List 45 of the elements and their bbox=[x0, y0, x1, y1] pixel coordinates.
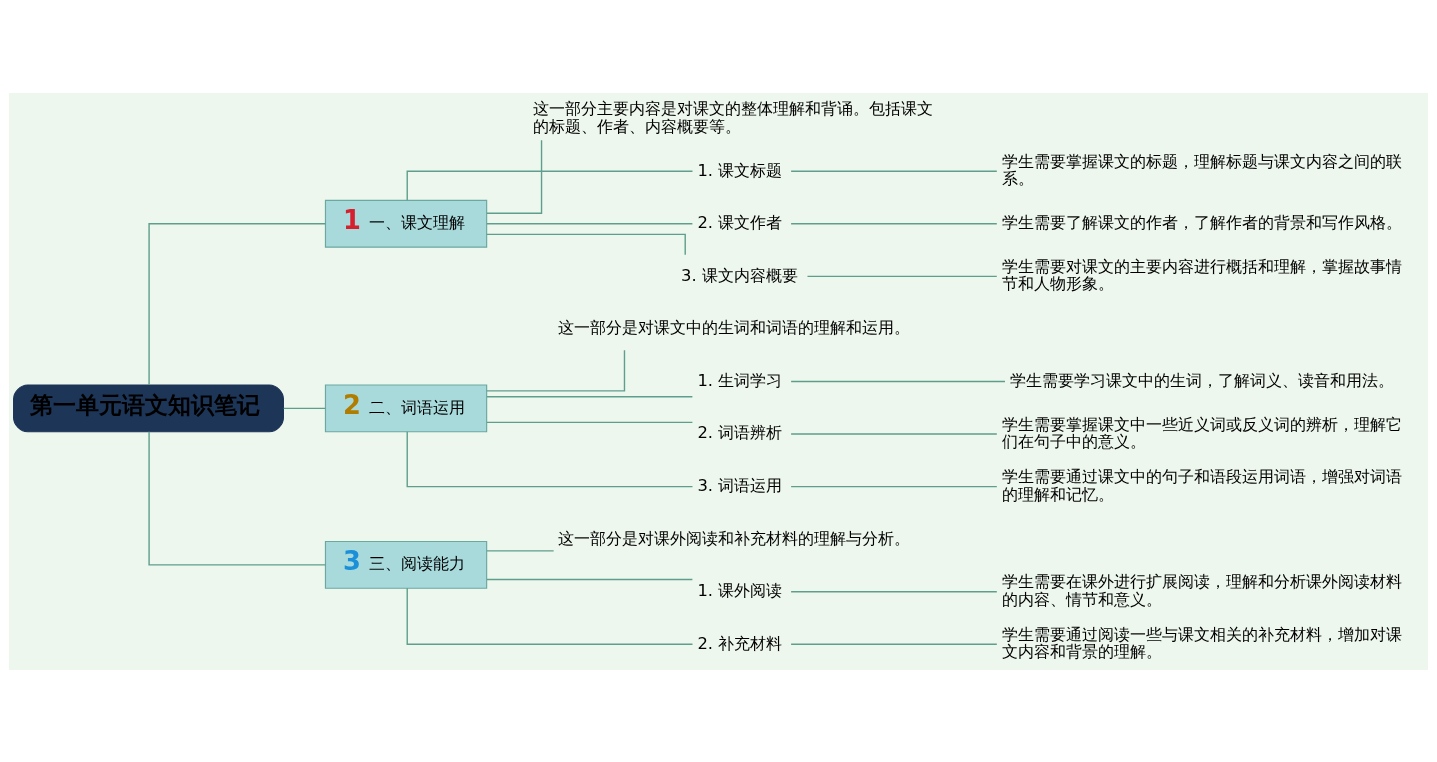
node-text: 1. 课文标题 bbox=[697, 160, 783, 180]
node-text: 学生需要掌握课文的标题，理解标题与课文内容之间的联系。 bbox=[1001, 151, 1402, 188]
connector bbox=[486, 349, 626, 392]
node-text: 2. 补充材料 bbox=[697, 633, 783, 653]
node-text: 学生需要了解课文的作者，了解作者的背景和写作风格。 bbox=[1001, 212, 1402, 232]
node-text: 1. 课外阅读 bbox=[697, 580, 783, 600]
node-box: 3 三、阅读能力 bbox=[324, 540, 488, 589]
connector bbox=[790, 380, 1006, 382]
node-text: 学生需要通过课文中的句子和语段运用词语，增强对词语的理解和记忆。 bbox=[1001, 466, 1402, 504]
connector bbox=[406, 170, 694, 201]
node-text: 学生需要对课文的主要内容进行概括和理解，掌握故事情节和人物形象。 bbox=[1001, 256, 1402, 293]
connector bbox=[806, 275, 998, 277]
connector bbox=[486, 222, 694, 224]
connector bbox=[790, 485, 998, 487]
node-text: 这一部分是对课文中的生词和词语的理解和运用。 bbox=[558, 317, 911, 337]
connector bbox=[148, 222, 327, 386]
node-text: 1. 生词学习 bbox=[697, 370, 783, 390]
connector bbox=[790, 170, 998, 172]
node-text: 学生需要在课外进行扩展阅读，理解和分析课外阅读材料的内容、情节和意义。 bbox=[1001, 571, 1402, 609]
connector bbox=[486, 578, 694, 580]
connector bbox=[406, 587, 694, 645]
node-text: 学生需要掌握课文中一些近义词或反义词的辨析，理解它们在句子中的意义。 bbox=[1001, 414, 1402, 451]
connector bbox=[790, 222, 998, 224]
connector bbox=[486, 421, 694, 423]
connector bbox=[283, 407, 326, 409]
node-text: 2. 词语辨析 bbox=[697, 422, 783, 442]
connector bbox=[790, 643, 998, 645]
node-box: 2 二、词语运用 bbox=[324, 383, 488, 432]
node-text: 学生需要学习课文中的生词，了解词义、读音和用法。 bbox=[1009, 370, 1394, 390]
connector bbox=[406, 430, 694, 487]
connector bbox=[148, 430, 327, 566]
node-text: 这一部分主要内容是对课文的整体理解和背诵。包括课文的标题、作者、内容概要等。 bbox=[533, 98, 934, 136]
connector bbox=[486, 233, 686, 256]
node-box: 1 一、课文理解 bbox=[324, 199, 488, 248]
connector bbox=[486, 138, 543, 214]
connector bbox=[790, 590, 998, 592]
node-box: 第一单元语文知识笔记 bbox=[13, 383, 284, 432]
connector bbox=[486, 395, 694, 397]
node-text: 3. 词语运用 bbox=[697, 475, 783, 495]
node-text: 这一部分是对课外阅读和补充材料的理解与分析。 bbox=[558, 528, 911, 547]
node-text: 学生需要通过阅读一些与课文相关的补充材料，增加对课文内容和背景的理解。 bbox=[1001, 624, 1402, 661]
connector bbox=[486, 549, 555, 552]
node-text: 3. 课文内容概要 bbox=[681, 265, 798, 285]
node-text: 2. 课文作者 bbox=[697, 212, 783, 232]
connector bbox=[790, 432, 998, 435]
